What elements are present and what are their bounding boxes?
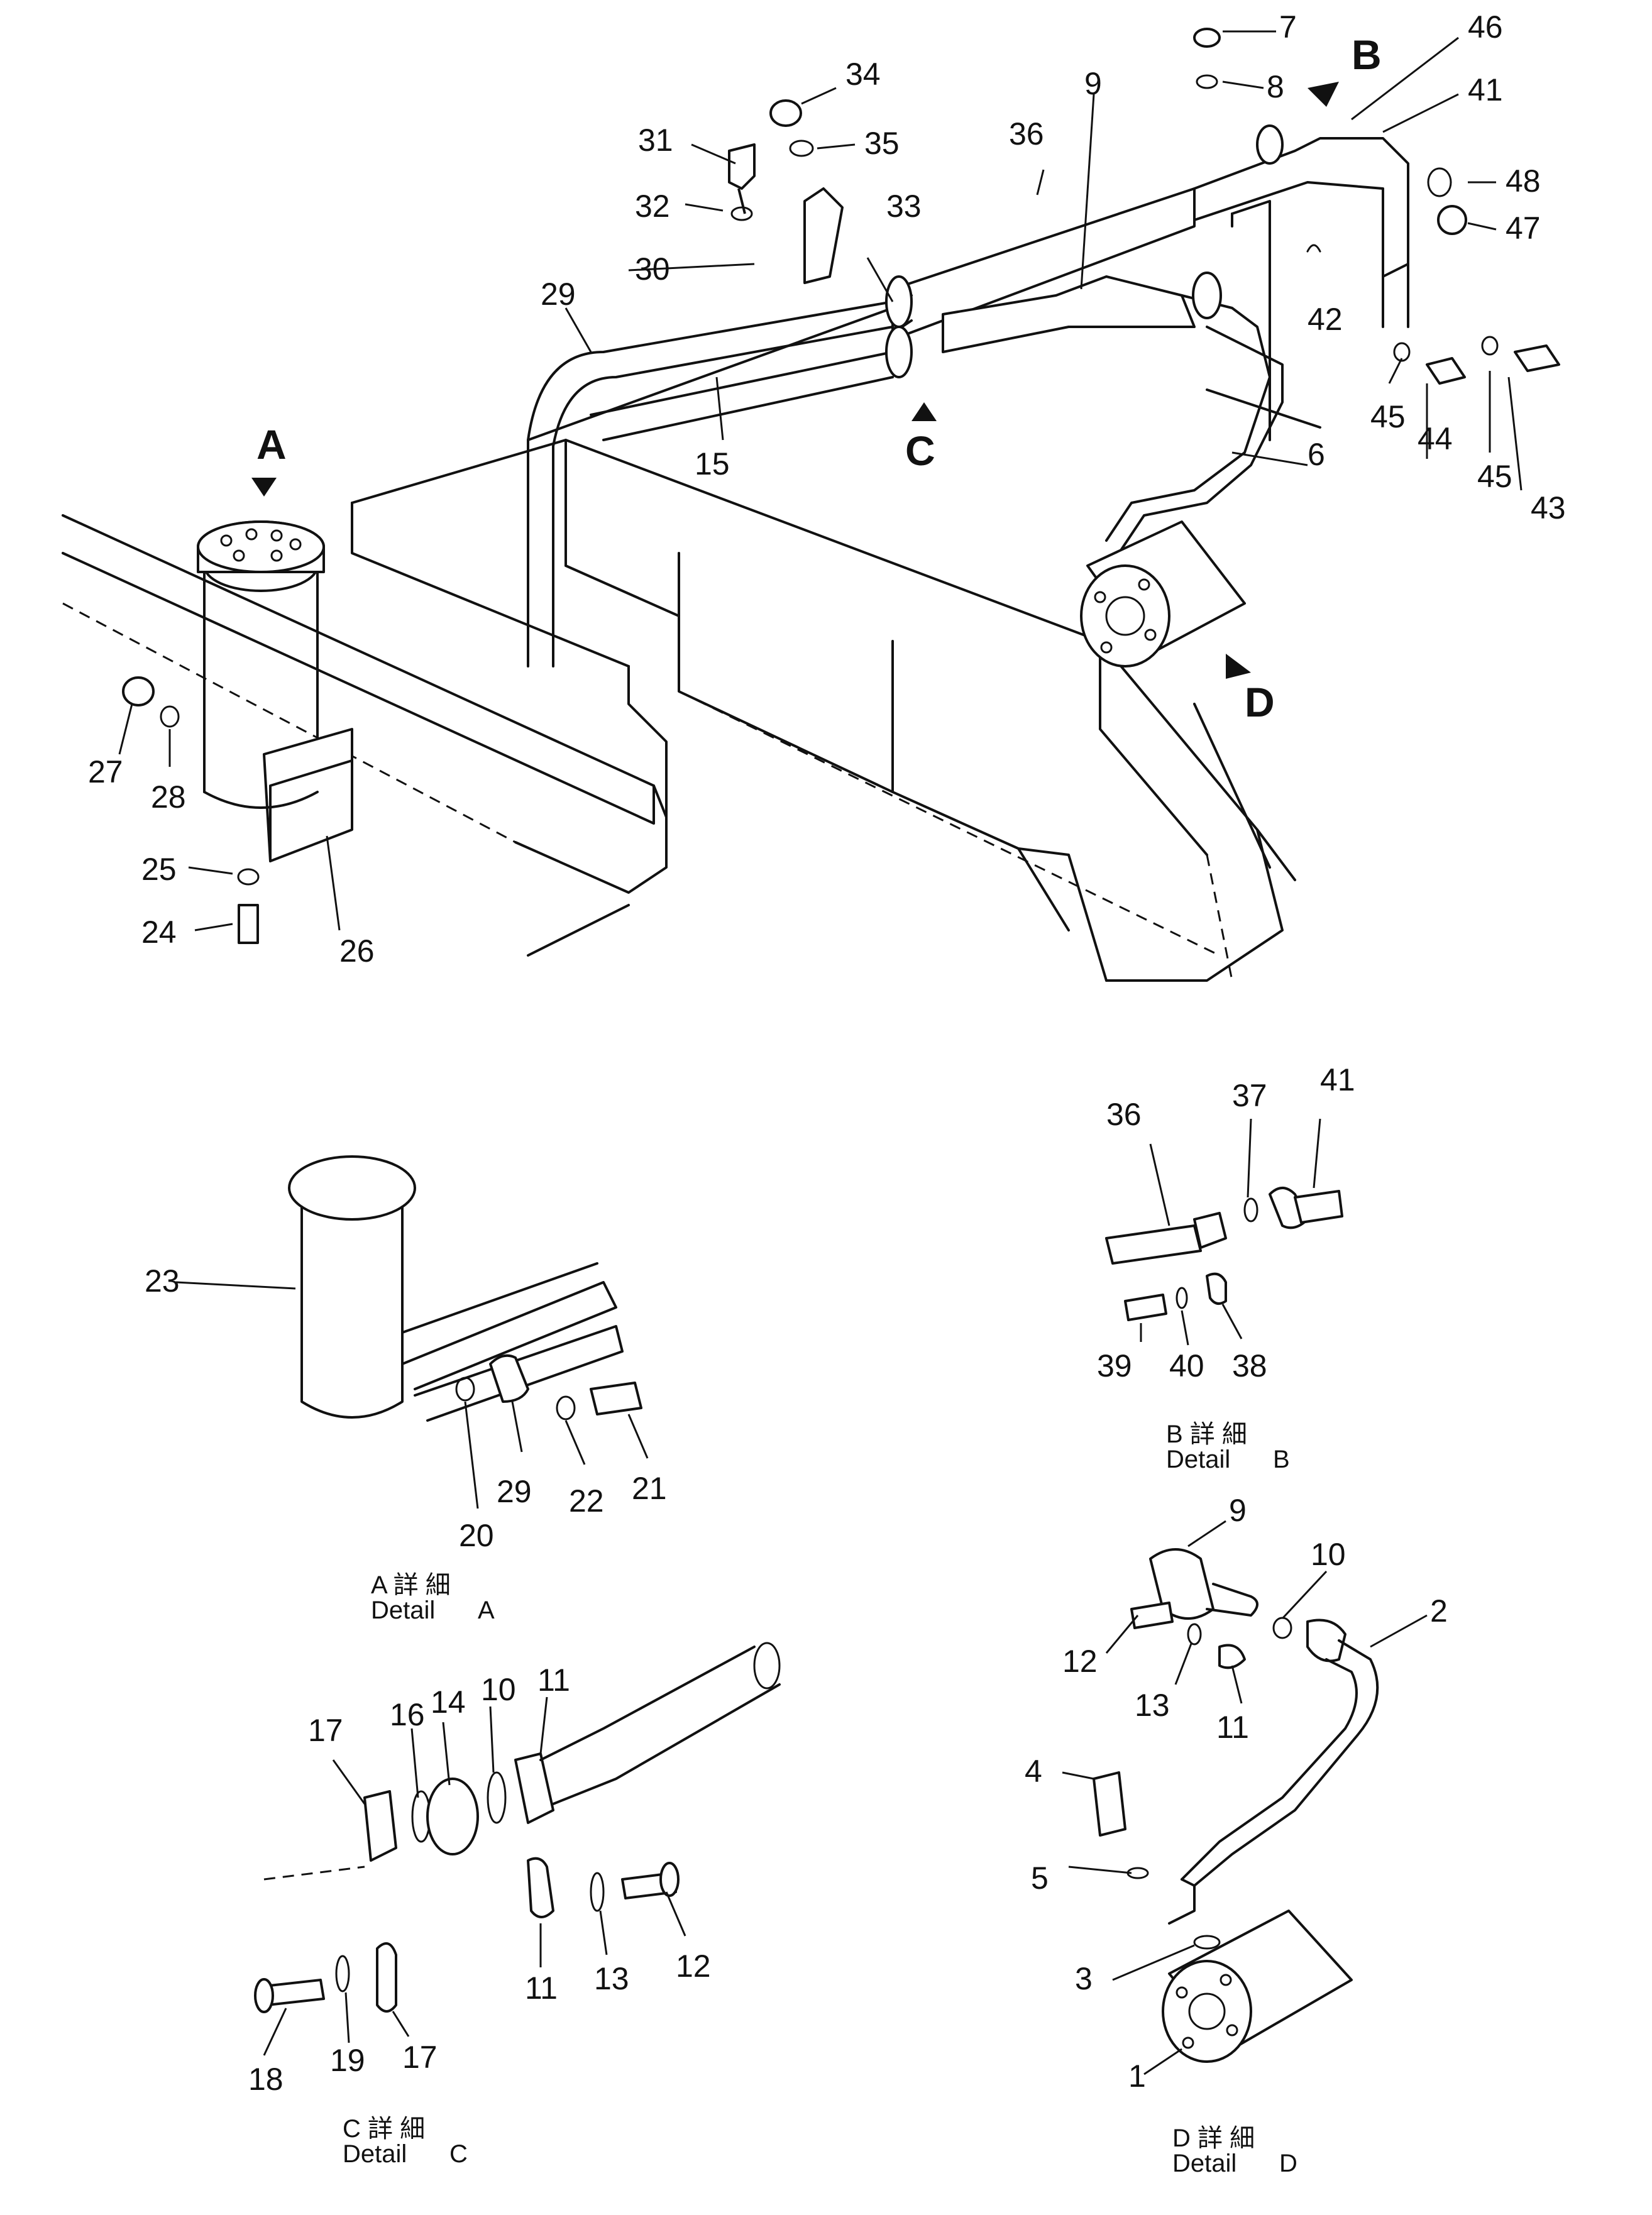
main-callouts: 7 8 46 41 9 34 35 31 36 48 47 32 33 30 4…	[88, 9, 1566, 969]
detail-b: 36 37 41 39 40 38 B 詳 細 Detail B	[1097, 1062, 1355, 1473]
detail-a-callout-21: 21	[632, 1471, 667, 1506]
callout-32: 32	[635, 189, 670, 224]
detail-d-callout-5: 5	[1031, 1860, 1049, 1896]
callout-26: 26	[339, 933, 375, 969]
detail-c-callout-14: 14	[431, 1685, 466, 1720]
callout-25: 25	[141, 852, 177, 887]
callout-31: 31	[638, 123, 673, 158]
detail-b-caption-letter: B	[1273, 1446, 1290, 1473]
detail-b-callout-37: 37	[1232, 1078, 1267, 1113]
filter-canister	[197, 520, 353, 862]
view-marker-d: D	[1245, 679, 1275, 725]
view-arrow-d	[1226, 654, 1251, 679]
view-marker-c: C	[905, 427, 935, 474]
detail-c: 17 16 14 10 11 11 13 12 18 19 17 C 詳 細 D…	[248, 1642, 781, 2168]
detail-a-caption-top: A 詳 細	[371, 1571, 451, 1599]
callout-44: 44	[1418, 421, 1453, 456]
detail-d-callout-3: 3	[1075, 1961, 1093, 1996]
detail-c-callout-13: 13	[594, 1961, 629, 1996]
detail-b-callout-38: 38	[1232, 1348, 1267, 1383]
callout-8: 8	[1267, 69, 1284, 104]
detail-c-callout-11b: 11	[525, 1970, 558, 2006]
detail-a-caption-letter: A	[478, 1597, 495, 1624]
detail-c-callout-19: 19	[330, 2043, 365, 2078]
detail-a-callout-20: 20	[459, 1518, 494, 1553]
detail-d-caption-letter: D	[1279, 2150, 1297, 2177]
detail-d-caption-label: Detail	[1172, 2150, 1236, 2177]
view-markers: A B C D	[251, 31, 1382, 725]
callout-6: 6	[1308, 437, 1325, 472]
hose-lines	[527, 124, 1409, 668]
callout-45a: 45	[1370, 399, 1406, 434]
detail-c-callout-10: 10	[481, 1672, 516, 1707]
main-leaders	[118, 30, 1523, 932]
detail-a-callout-29: 29	[497, 1474, 532, 1509]
detail-d-callout-10: 10	[1311, 1537, 1346, 1572]
detail-c-callout-18: 18	[248, 2062, 284, 2097]
detail-d-callout-11: 11	[1216, 1710, 1249, 1745]
detail-a-callout-22: 22	[569, 1483, 604, 1519]
callout-27: 27	[88, 754, 123, 789]
detail-b-callout-39: 39	[1097, 1348, 1132, 1383]
view-marker-a: A	[256, 421, 287, 468]
view-arrow-b	[1308, 82, 1339, 107]
view-arrow-a	[251, 478, 277, 497]
detail-b-callout-36: 36	[1106, 1097, 1142, 1132]
detail-c-caption-top: C 詳 細	[343, 2115, 425, 2143]
detail-b-caption-label: Detail	[1166, 1446, 1230, 1473]
callout-35: 35	[864, 126, 900, 161]
callout-15: 15	[695, 446, 730, 481]
view-arrow-c	[911, 402, 937, 421]
detail-d-callout-1: 1	[1128, 2058, 1146, 2094]
callout-46: 46	[1468, 9, 1503, 45]
callout-48: 48	[1506, 163, 1541, 199]
callout-24: 24	[141, 915, 177, 950]
loose-parts	[122, 28, 1560, 944]
callout-34: 34	[845, 57, 881, 92]
detail-d: 9 10 2 12 13 11 4 5 3 1 D 詳 細 Detail D	[1025, 1493, 1448, 2177]
detail-c-callout-11a: 11	[537, 1663, 570, 1698]
frame-member	[62, 439, 1296, 982]
detail-d-callout-12: 12	[1062, 1644, 1098, 1679]
hydraulic-pump	[1080, 520, 1246, 668]
callout-43: 43	[1531, 490, 1566, 525]
callout-45b: 45	[1477, 459, 1512, 494]
frame-box	[1206, 200, 1321, 441]
detail-a: 23 20 29 22 21 A 詳 細 Detail A	[145, 1155, 667, 1624]
callout-42: 42	[1308, 302, 1343, 337]
detail-c-callout-17b: 17	[402, 2040, 438, 2075]
callout-33: 33	[886, 189, 922, 224]
detail-b-caption-top: B 詳 細	[1166, 1421, 1247, 1448]
detail-d-callout-13: 13	[1135, 1688, 1170, 1723]
detail-a-callout-23: 23	[145, 1263, 180, 1299]
detail-c-caption-letter: C	[449, 2140, 468, 2168]
callout-29: 29	[541, 277, 576, 312]
detail-d-callout-2: 2	[1430, 1593, 1448, 1629]
detail-a-caption-label: Detail	[371, 1597, 435, 1624]
detail-c-caption-label: Detail	[343, 2140, 407, 2168]
detail-d-caption-top: D 詳 細	[1172, 2124, 1255, 2152]
detail-b-callout-41: 41	[1320, 1062, 1355, 1097]
callout-36: 36	[1009, 116, 1044, 151]
callout-47: 47	[1506, 211, 1541, 246]
detail-c-callout-17a: 17	[308, 1713, 343, 1748]
detail-d-callout-4: 4	[1025, 1754, 1042, 1789]
view-marker-b: B	[1352, 31, 1382, 78]
callout-9: 9	[1084, 66, 1102, 101]
detail-c-callout-12: 12	[676, 1948, 711, 1984]
detail-b-callout-40: 40	[1169, 1348, 1204, 1383]
main-assembly-view: A B C D	[62, 9, 1566, 982]
callout-28: 28	[151, 779, 186, 815]
callout-41: 41	[1468, 72, 1503, 107]
detail-c-callout-16: 16	[390, 1697, 425, 1732]
detail-d-callout-9: 9	[1229, 1493, 1247, 1528]
callout-7: 7	[1279, 9, 1297, 45]
callout-30: 30	[635, 251, 670, 287]
